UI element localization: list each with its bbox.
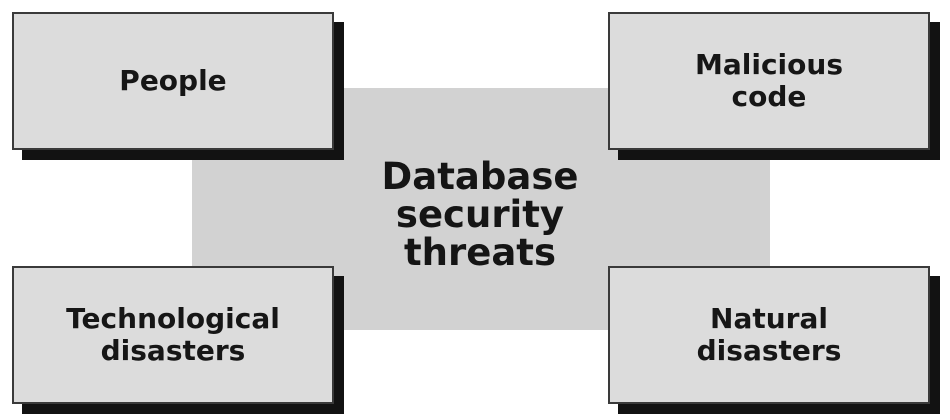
threat-box-label-line: People	[119, 64, 227, 97]
threat-box-label: Natural disasters	[697, 303, 842, 367]
threat-box-people: People	[12, 12, 334, 150]
threat-box-label: Malicious code	[695, 49, 843, 113]
center-label: Database security threats	[330, 158, 630, 272]
threat-box-label: Technological disasters	[66, 303, 280, 367]
threat-box-label-line: disasters	[696, 334, 842, 367]
threat-box-label: People	[119, 65, 226, 97]
center-label-line: Database	[381, 155, 579, 198]
threat-box-label-line: Malicious	[695, 48, 843, 81]
threat-box-label-line: Natural	[710, 302, 828, 335]
threat-box-label-line: disasters	[100, 334, 246, 367]
center-label-line: threats	[403, 231, 557, 274]
threat-box-label-line: Technological	[66, 302, 280, 335]
threat-box-technological-disasters: Technological disasters	[12, 266, 334, 404]
threat-box-label-line: code	[731, 80, 807, 113]
threat-box-malicious-code: Malicious code	[608, 12, 930, 150]
threat-box-natural-disasters: Natural disasters	[608, 266, 930, 404]
center-label-line: security	[395, 193, 565, 236]
